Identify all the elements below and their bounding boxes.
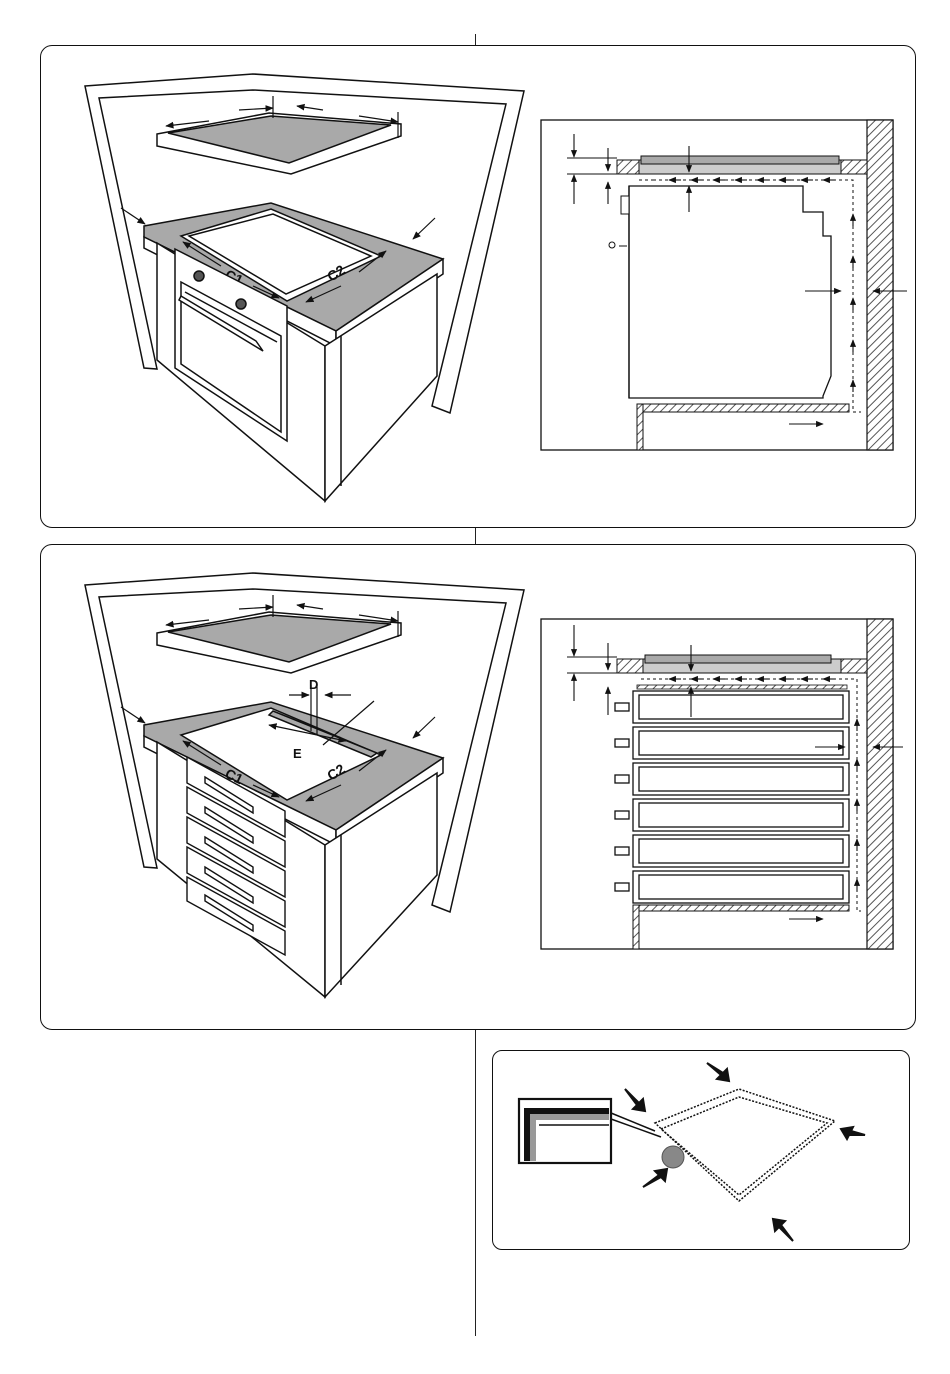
drawer-installation-drawing: D E C1 C2 (41, 545, 917, 1031)
panel-drawer-installation: D E C1 C2 (40, 544, 916, 1030)
hob-cooktop (157, 612, 401, 673)
label-e: E (293, 746, 302, 761)
center-divider-bottom (475, 1030, 476, 1336)
drawer-side-section (541, 619, 903, 949)
seal-cross-section-inset (519, 1099, 611, 1163)
panel-seal-fitting (492, 1050, 910, 1250)
hob-cooktop (157, 113, 401, 174)
seal-fitting-drawing (493, 1051, 911, 1251)
hob-glass-plate (655, 1089, 835, 1201)
oven-side-section (541, 120, 907, 450)
center-divider-mid (475, 528, 476, 544)
oven-installation-drawing: C1 C2 (41, 46, 917, 529)
panel-oven-installation: C1 C2 (40, 45, 916, 528)
label-d: D (309, 677, 318, 692)
